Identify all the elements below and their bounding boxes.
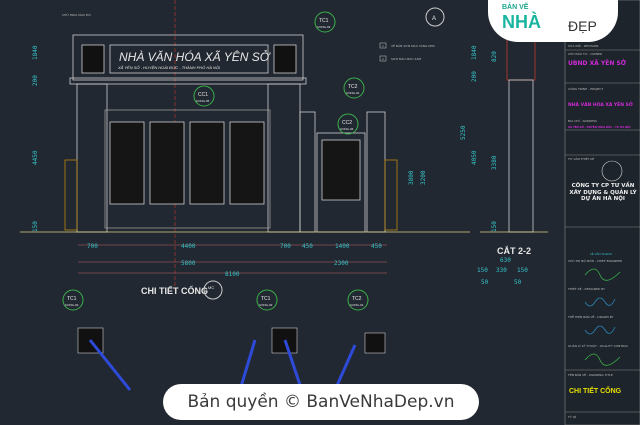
section-marker[interactable]: A — [425, 7, 445, 27]
svg-text:ĐỊA CHỈ - ADDRESS: ĐỊA CHỈ - ADDRESS — [568, 118, 597, 123]
svg-text:200: 200 — [471, 71, 478, 82]
svg-text:CC2: CC2 — [342, 120, 352, 126]
svg-text:2: 2 — [382, 57, 384, 61]
svg-text:1840: 1840 — [471, 45, 478, 60]
svg-text:TC1: TC1 — [261, 296, 271, 302]
gate-title: NHÀ VĂN HÓA XÃ YÊN SỞ — [119, 49, 271, 64]
svg-text:450: 450 — [371, 243, 382, 250]
svg-text:CONG-03: CONG-03 — [65, 303, 79, 307]
svg-text:3380: 3380 — [491, 155, 498, 170]
project-name: NHÀ VĂN HÓA XÃ YÊN SỞ — [568, 100, 633, 108]
svg-text:CÔNG TRÌNH - PROJECT: CÔNG TRÌNH - PROJECT — [568, 86, 603, 91]
svg-text:LÊ VĂN THANH: LÊ VĂN THANH — [590, 251, 612, 256]
svg-text:TC2: TC2 — [348, 84, 358, 90]
drawing-title: CHI TIẾT CỔNG — [569, 385, 622, 395]
signature-icon — [584, 268, 621, 281]
svg-text:CHỦ TRÌ BỘ MÔN - CHIEF ENGINEE: CHỦ TRÌ BỘ MÔN - CHIEF ENGINEER — [568, 258, 622, 263]
svg-text:CONG-03: CONG-03 — [317, 25, 331, 29]
svg-text:50: 50 — [481, 279, 489, 286]
svg-text:TƯ VẤN THIẾT KẾ: TƯ VẤN THIẾT KẾ — [567, 155, 594, 161]
svg-text:TỶ LỆ: TỶ LỆ — [567, 414, 576, 419]
svg-text:CHỦ ĐẦU TƯ - OWNER: CHỦ ĐẦU TƯ - OWNER — [568, 51, 602, 56]
svg-text:2300: 2300 — [334, 260, 349, 267]
svg-text:630: 630 — [500, 257, 511, 264]
svg-text:820: 820 — [491, 51, 498, 62]
svg-text:3200: 3200 — [420, 170, 427, 185]
svg-text:CONG-06: CONG-06 — [340, 127, 354, 131]
svg-text:TC1: TC1 — [67, 296, 77, 302]
svg-text:200: 200 — [32, 75, 39, 86]
watermark-logo: BẢN VẼ NHÀ ĐẸP — [488, 0, 618, 42]
svg-text:1840: 1840 — [32, 45, 39, 60]
company-name: CÔNG TY CP TƯ VẤN XÂY DỰNG & QUẢN LÝ DỰ … — [569, 183, 637, 202]
svg-text:TÊN BẢN VẼ - DRAWING TITLE: TÊN BẢN VẼ - DRAWING TITLE — [567, 372, 613, 377]
detail-marker[interactable]: MC — [203, 280, 223, 300]
legend-item: VẼ BẢN SƠN MÀU VÀNG KEM — [391, 43, 435, 48]
svg-text:4450: 4450 — [32, 150, 39, 165]
signature-icon — [584, 325, 616, 335]
svg-text:700: 700 — [280, 243, 291, 250]
svg-text:QUẢN LÝ KỸ THUẬT - QUALITY CON: QUẢN LÝ KỸ THUẬT - QUALITY CONTROL — [568, 343, 629, 348]
note-label: CHỮ MIKA MÀU ĐỎ — [62, 12, 91, 17]
title-block: SỬA ĐỔI - REVISION CHỦ ĐẦU TƯ - OWNER UB… — [564, 0, 640, 425]
svg-text:5800: 5800 — [181, 260, 196, 267]
svg-text:150: 150 — [491, 221, 498, 232]
svg-text:CONG-05: CONG-05 — [196, 99, 210, 103]
svg-text:TC2: TC2 — [352, 296, 362, 302]
signature-icon — [584, 297, 616, 307]
svg-text:50: 50 — [514, 279, 522, 286]
section-dims: 630 150 330 150 50 50 — [477, 257, 528, 286]
svg-text:XÃ YÊN SỞ - HUYỆN HOÀI ĐỨC - T: XÃ YÊN SỞ - HUYỆN HOÀI ĐỨC - TP. HÀ NỘI — [568, 124, 630, 129]
svg-text:3800: 3800 — [408, 170, 415, 185]
svg-text:150: 150 — [32, 221, 39, 232]
svg-text:8100: 8100 — [225, 271, 240, 278]
gate-elevation — [64, 19, 536, 233]
detail-plan — [77, 327, 386, 391]
legend: 1 VẼ BẢN SƠN MÀU VÀNG KEM 2 SƠN MÀU MÀU … — [379, 42, 435, 62]
dimensions-right: 1840 200 820 5250 4050 3380 3800 3200 15… — [408, 45, 498, 232]
revision-header: SỬA ĐỔI - REVISION — [568, 43, 598, 48]
svg-text:1400: 1400 — [335, 243, 350, 250]
svg-text:450: 450 — [302, 243, 313, 250]
svg-text:CONG-03: CONG-03 — [259, 303, 273, 307]
owner-name: UBND XÃ YÊN SỞ — [568, 59, 627, 67]
svg-text:TC1: TC1 — [319, 18, 329, 24]
svg-text:CONG-04: CONG-04 — [346, 91, 360, 95]
svg-text:4400: 4400 — [181, 243, 196, 250]
svg-text:5250: 5250 — [460, 125, 467, 140]
gate-subtitle: XÃ YÊN SỞ - HUYỆN HOÀI ĐỨC - THÀNH PHỐ H… — [117, 65, 221, 70]
svg-text:330: 330 — [496, 267, 507, 274]
signature-icon — [584, 353, 621, 366]
copyright-watermark: Bản quyền © BanVeNhaDep.vn — [163, 384, 479, 420]
svg-text:CONG-04: CONG-04 — [350, 303, 364, 307]
svg-text:150: 150 — [517, 267, 528, 274]
svg-text:THIẾT KẾ - DESIGNED BY: THIẾT KẾ - DESIGNED BY — [567, 285, 605, 291]
dimensions-left: 1840 200 4450 150 — [32, 45, 39, 232]
company-logo-icon — [601, 160, 623, 182]
svg-text:MC: MC — [208, 285, 214, 290]
svg-text:700: 700 — [87, 243, 98, 250]
dimensions-bottom: 700 4400 700 450 1400 450 5800 2300 8100 — [78, 243, 387, 278]
svg-text:4050: 4050 — [471, 150, 478, 165]
detail-title: CHI TIẾT CỔNG — [141, 285, 208, 296]
svg-text:150: 150 — [477, 267, 488, 274]
svg-text:1: 1 — [382, 44, 384, 48]
svg-text:THỂ HIỆN BẢN VẼ - DRAWN BY: THỂ HIỆN BẢN VẼ - DRAWN BY — [567, 314, 614, 319]
legend-item: SƠN MÀU MÀU XÁM — [391, 56, 422, 61]
svg-text:CC1: CC1 — [198, 92, 208, 98]
svg-text:A: A — [432, 16, 436, 22]
section-title: CẮT 2-2 — [497, 246, 531, 256]
